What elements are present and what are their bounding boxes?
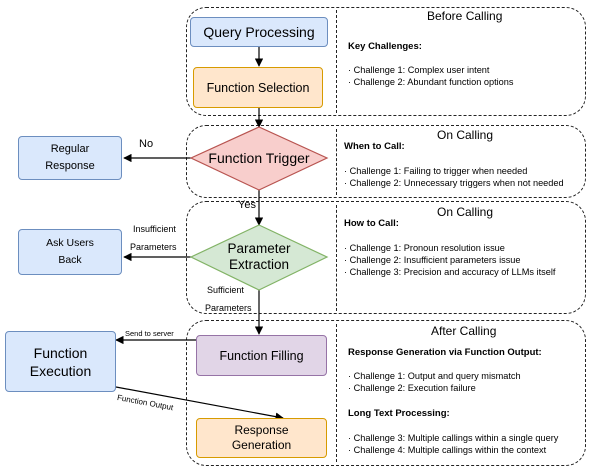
panel-before-calling [186, 7, 586, 116]
edge-label-insufficient-2: Parameters [130, 242, 177, 252]
separator-on-calling-1 [336, 129, 337, 195]
regular-response-line2: Response [45, 160, 95, 172]
parameter-extraction-diamond [189, 224, 329, 291]
function-trigger-label: Function Trigger [208, 150, 310, 166]
before-challenge-1: · Challenge 1: Complex user intent [348, 65, 490, 75]
how-challenge-2: · Challenge 2: Insufficient parameters i… [344, 255, 521, 265]
after-challenge-1: · Challenge 1: Output and query mismatch [348, 371, 521, 381]
function-selection-label: Function Selection [206, 80, 310, 95]
separator-before [336, 10, 337, 113]
ask-users-line1: Ask Users [46, 237, 94, 249]
panel-heading-when-to-call: When to Call: [344, 141, 405, 152]
panel-after-calling [186, 320, 586, 466]
ask-users-line2: Back [58, 254, 82, 266]
stage-title-after-calling: After Calling [431, 324, 497, 338]
response-generation-node: Response Generation [196, 418, 327, 458]
response-generation-line2: Generation [231, 438, 292, 452]
regular-response-line1: Regular [50, 143, 90, 155]
function-execution-node: Function Execution [5, 331, 116, 392]
after-challenge-4: · Challenge 4: Multiple callings within … [348, 445, 547, 455]
edge-label-insufficient-1: Insufficient [133, 224, 176, 234]
panel-heading-response-generation: Response Generation via Function Output: [348, 347, 542, 358]
parameter-extraction-label: Parameter Extraction [191, 241, 327, 273]
edge-label-send-to-server: Send to server [125, 329, 174, 338]
after-challenge-3: · Challenge 3: Multiple callings within … [348, 433, 559, 443]
separator-on-calling-2 [336, 205, 337, 311]
response-generation-line1: Response [234, 423, 289, 437]
parameter-extraction-line2: Extraction [228, 257, 290, 272]
regular-response-node: Regular Response [18, 136, 122, 180]
function-selection-node: Function Selection [193, 67, 323, 108]
after-challenge-2: · Challenge 2: Execution failure [348, 383, 476, 393]
function-execution-line2: Execution [29, 362, 92, 379]
panel-on-calling-when [186, 125, 586, 198]
edge-label-no: No [139, 138, 154, 150]
stage-title-on-calling-1: On Calling [437, 128, 494, 142]
edge-label-yes: Yes [238, 199, 256, 211]
stage-title-on-calling-2: On Calling [437, 205, 494, 219]
when-challenge-2: · Challenge 2: Unnecessary triggers when… [344, 178, 564, 188]
how-challenge-1: · Challenge 1: Pronoun resolution issue [344, 243, 505, 253]
parameter-extraction-line1: Parameter [227, 241, 291, 256]
stage-title-before-calling: Before Calling [427, 9, 503, 23]
function-filling-node: Function Filling [196, 335, 327, 376]
how-challenge-3: · Challenge 3: Precision and accuracy of… [344, 267, 556, 277]
panel-heading-key-challenges: Key Challenges: [348, 41, 422, 52]
query-processing-label: Query Processing [203, 24, 315, 40]
function-execution-line1: Function [33, 344, 88, 361]
edge-label-sufficient-1: Sufficient [207, 285, 244, 295]
query-processing-node: Query Processing [190, 17, 328, 47]
panel-heading-how-to-call: How to Call: [344, 218, 399, 229]
ask-users-back-node: Ask Users Back [18, 229, 122, 275]
function-filling-label: Function Filling [219, 348, 304, 363]
edge-execution-to-response [115, 386, 284, 421]
when-challenge-1: · Challenge 1: Failing to trigger when n… [344, 166, 528, 176]
before-challenge-2: · Challenge 2: Abundant function options [348, 77, 514, 87]
edge-label-sufficient-2: Parameters [205, 303, 252, 313]
function-trigger-diamond [189, 126, 329, 191]
separator-after [336, 324, 337, 462]
panel-heading-long-text: Long Text Processing: [348, 408, 450, 419]
